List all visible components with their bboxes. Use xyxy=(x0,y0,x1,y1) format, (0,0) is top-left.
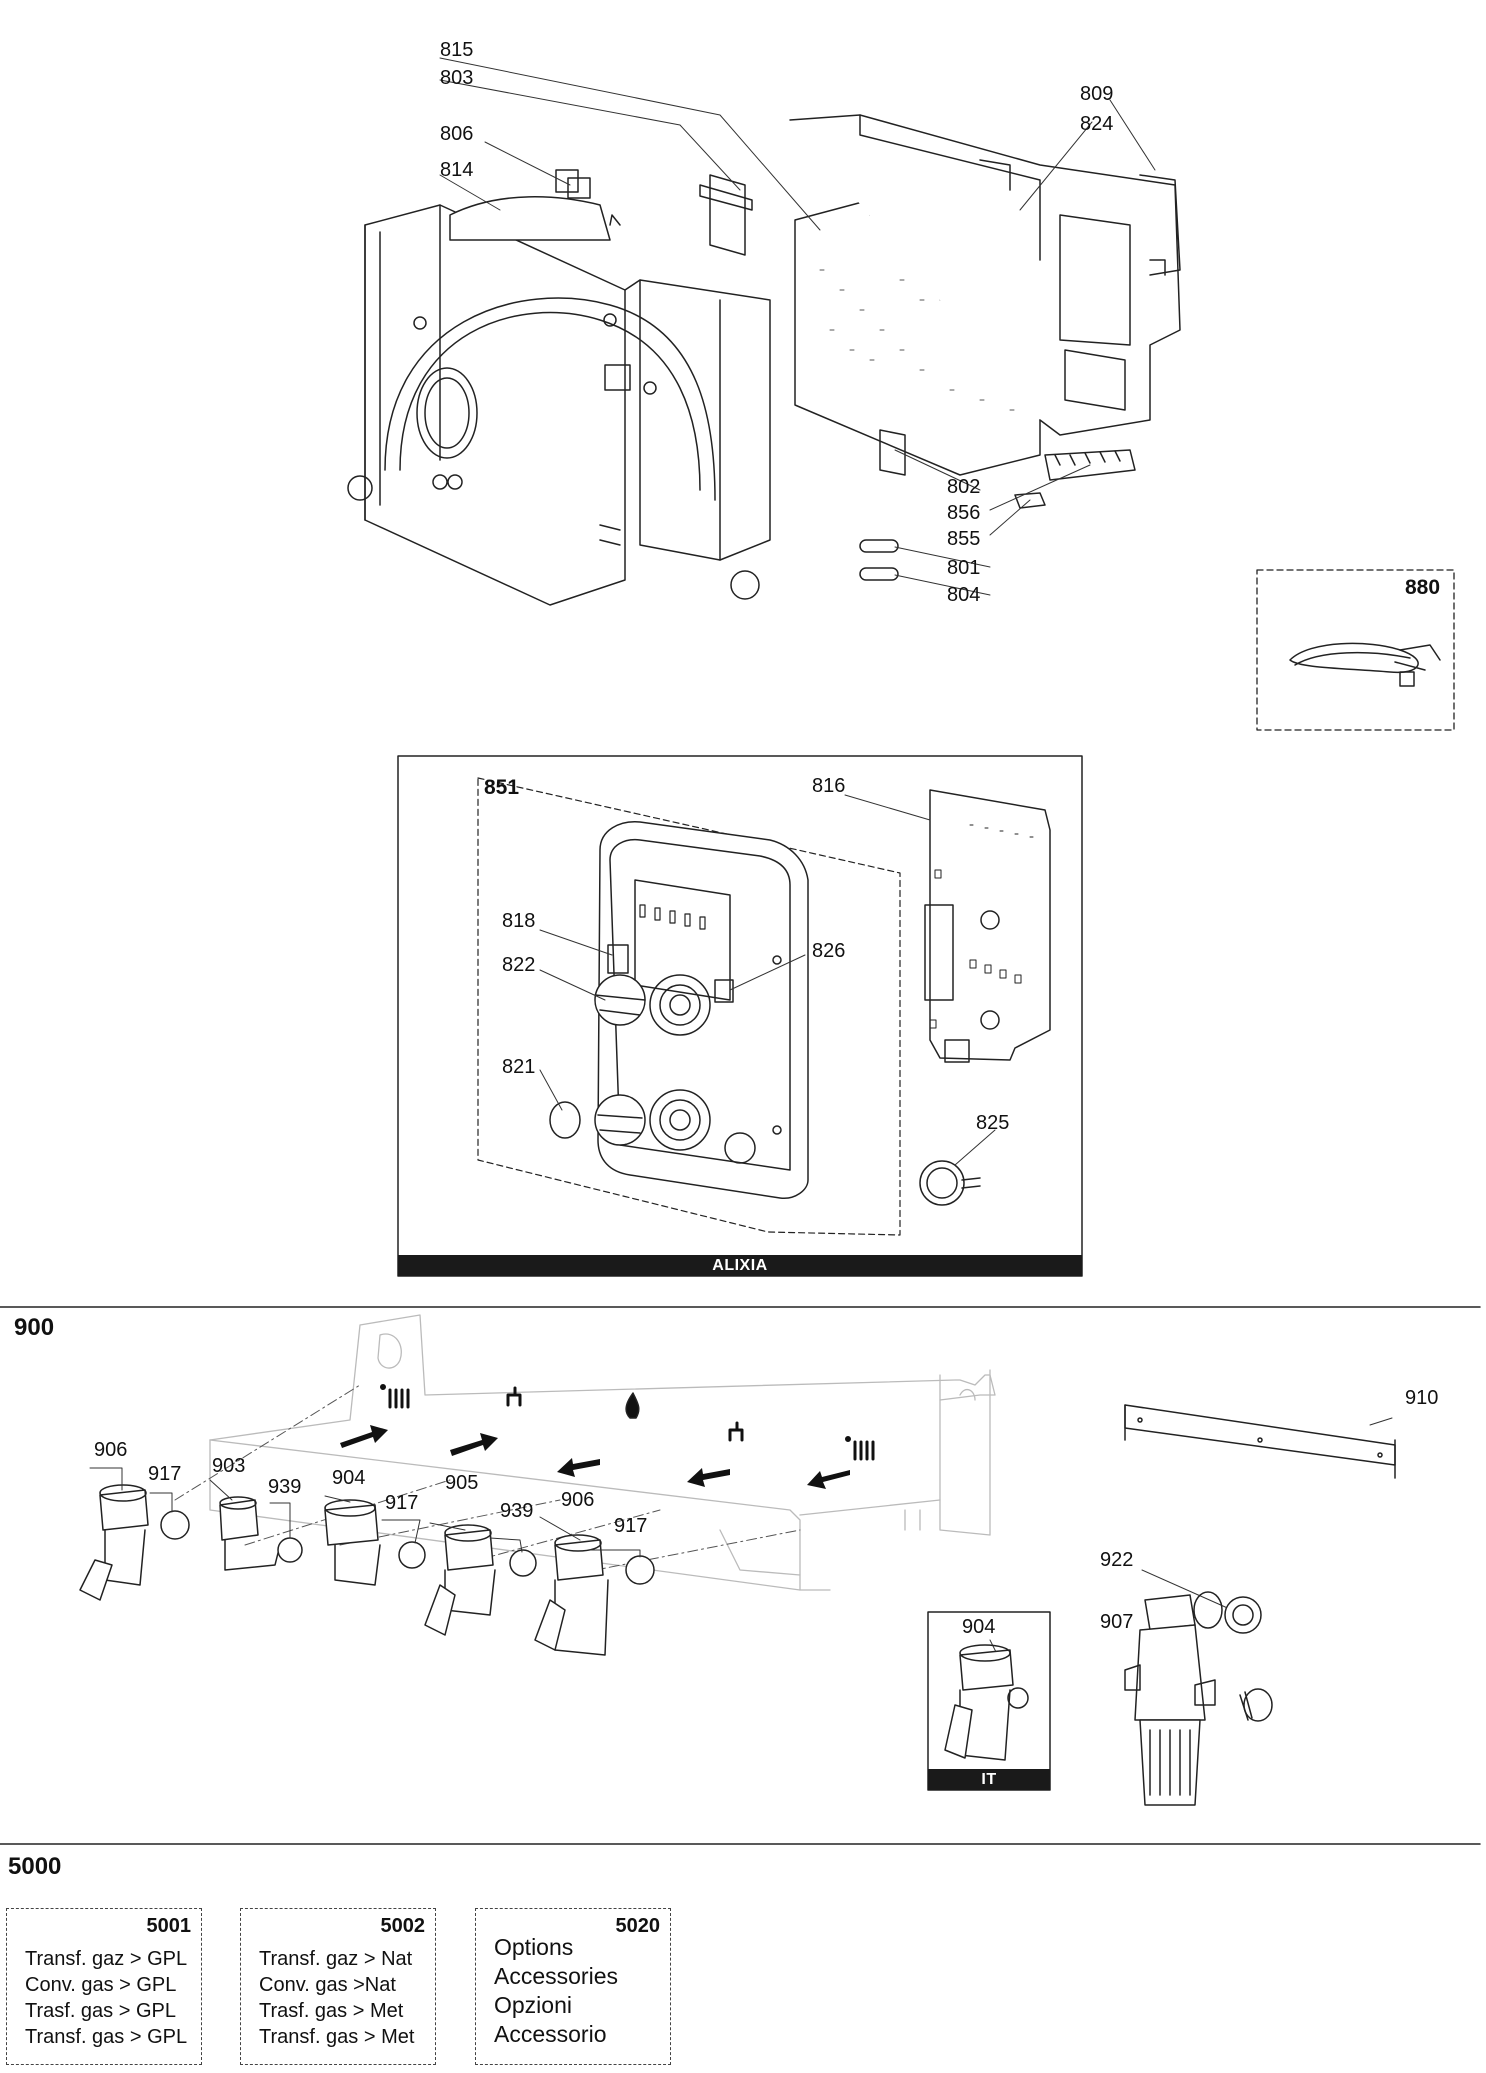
main-housing-drawing xyxy=(347,169,771,606)
kit-5002-line-3: Trasf. gas > Met xyxy=(259,2000,404,2022)
part-label-818: 818 xyxy=(502,910,536,932)
radiator-icon xyxy=(380,1384,410,1409)
it-panel-frame xyxy=(927,1611,1051,1791)
kit-851-frame xyxy=(477,777,901,1236)
part-label-917-right: 917 xyxy=(614,1515,648,1537)
leaders-900 xyxy=(89,1417,1393,1661)
part-label-826: 826 xyxy=(812,940,846,962)
part-label-917-mid: 917 xyxy=(385,1492,419,1514)
radiator-return-icon xyxy=(845,1436,875,1461)
display-board-drawing xyxy=(924,789,1051,1063)
gauge-825-drawing xyxy=(919,1160,981,1206)
part-label-816: 816 xyxy=(812,775,846,797)
kit-5020-line-1: Options xyxy=(494,1934,574,1960)
kit-5002-code: 5002 xyxy=(380,1915,426,1937)
cable-880-drawing xyxy=(1289,642,1441,687)
part-label-814: 814 xyxy=(440,159,474,181)
leaders-alixia xyxy=(539,794,996,1166)
kit-5020-line-3: Opzioni xyxy=(494,1992,572,2018)
kit-5002-line-1: Transf. gaz > Nat xyxy=(259,1948,413,1970)
part-label-903: 903 xyxy=(212,1455,246,1477)
kit-5001-line-2: Conv. gas > GPL xyxy=(25,1974,177,1996)
kit-5002-box: 5002 Transf. gaz > Nat Conv. gas >Nat Tr… xyxy=(240,1908,436,2065)
kit-5002-line-4: Transf. gas > Met xyxy=(259,2026,415,2048)
kit-5001-line-4: Transf. gas > GPL xyxy=(25,2026,188,2048)
kit-5001-code: 5001 xyxy=(146,1915,192,1937)
alixia-label-bar: ALIXIA xyxy=(398,1255,1082,1276)
part-label-904-it: 904 xyxy=(962,1616,996,1638)
tap-cold-icon xyxy=(728,1421,744,1442)
part-label-917-left: 917 xyxy=(148,1463,182,1485)
part-label-801: 801 xyxy=(947,557,981,579)
valve-905-drawing xyxy=(424,1524,537,1636)
kit-5002-line-2: Conv. gas >Nat xyxy=(259,1974,396,1996)
part-label-809: 809 xyxy=(1080,83,1114,105)
leaders-top xyxy=(439,57,1156,596)
valve-906-left-drawing xyxy=(79,1484,190,1601)
kit-5001-line-1: Transf. gaz > GPL xyxy=(25,1948,188,1970)
part-label-906-left: 906 xyxy=(94,1439,128,1461)
part-label-939-left: 939 xyxy=(268,1476,302,1498)
flow-arrows xyxy=(340,1425,850,1489)
kit-5020-line-4: Accessorio xyxy=(494,2021,607,2047)
section-title-900: 900 xyxy=(14,1314,55,1341)
tap-hot-icon xyxy=(506,1386,522,1407)
part-label-803: 803 xyxy=(440,67,474,89)
kit-5001-line-3: Trasf. gas > GPL xyxy=(25,2000,176,2022)
it-label-bar: IT xyxy=(928,1769,1050,1790)
valve-904-it-drawing xyxy=(944,1644,1029,1761)
part-label-824: 824 xyxy=(1080,113,1114,135)
part-label-905: 905 xyxy=(445,1472,479,1494)
section-title-5000: 5000 xyxy=(8,1853,62,1880)
part-label-910: 910 xyxy=(1405,1387,1439,1409)
kit-5020-code: 5020 xyxy=(615,1915,661,1937)
alixia-panel-frame xyxy=(397,755,1083,1277)
part-label-802: 802 xyxy=(947,476,981,498)
part-label-907: 907 xyxy=(1100,1611,1134,1633)
kit-5001-box: 5001 Transf. gaz > GPL Conv. gas > GPL T… xyxy=(6,1908,202,2065)
part-label-856: 856 xyxy=(947,502,981,524)
mounting-bracket-drawing xyxy=(209,1314,996,1591)
part-label-821: 821 xyxy=(502,1056,536,1078)
part-label-922: 922 xyxy=(1100,1549,1134,1571)
part-label-822: 822 xyxy=(502,954,536,976)
part-label-825: 825 xyxy=(976,1112,1010,1134)
part-label-815: 815 xyxy=(440,39,474,61)
filter-907-drawing xyxy=(1124,1591,1273,1806)
part-label-804: 804 xyxy=(947,584,981,606)
kit-5020-line-2: Accessories xyxy=(494,1963,618,1989)
part-label-880: 880 xyxy=(1405,576,1441,599)
kit-880-frame xyxy=(1256,569,1455,731)
part-label-855: 855 xyxy=(947,528,981,550)
rear-case-drawing xyxy=(789,114,1181,436)
part-label-806: 806 xyxy=(440,123,474,145)
part-label-851: 851 xyxy=(484,776,520,799)
rail-910-drawing xyxy=(1124,1404,1396,1479)
part-label-904: 904 xyxy=(332,1467,366,1489)
valve-906-right-drawing xyxy=(534,1534,655,1656)
valve-904-drawing xyxy=(324,1499,426,1586)
gas-flame-icon xyxy=(625,1392,640,1419)
kit-5020-box: 5020 Options Accessories Opzioni Accesso… xyxy=(475,1908,671,2065)
part-label-906-right: 906 xyxy=(561,1489,595,1511)
control-panel-drawing xyxy=(549,821,809,1199)
part-label-939-right: 939 xyxy=(500,1500,534,1522)
